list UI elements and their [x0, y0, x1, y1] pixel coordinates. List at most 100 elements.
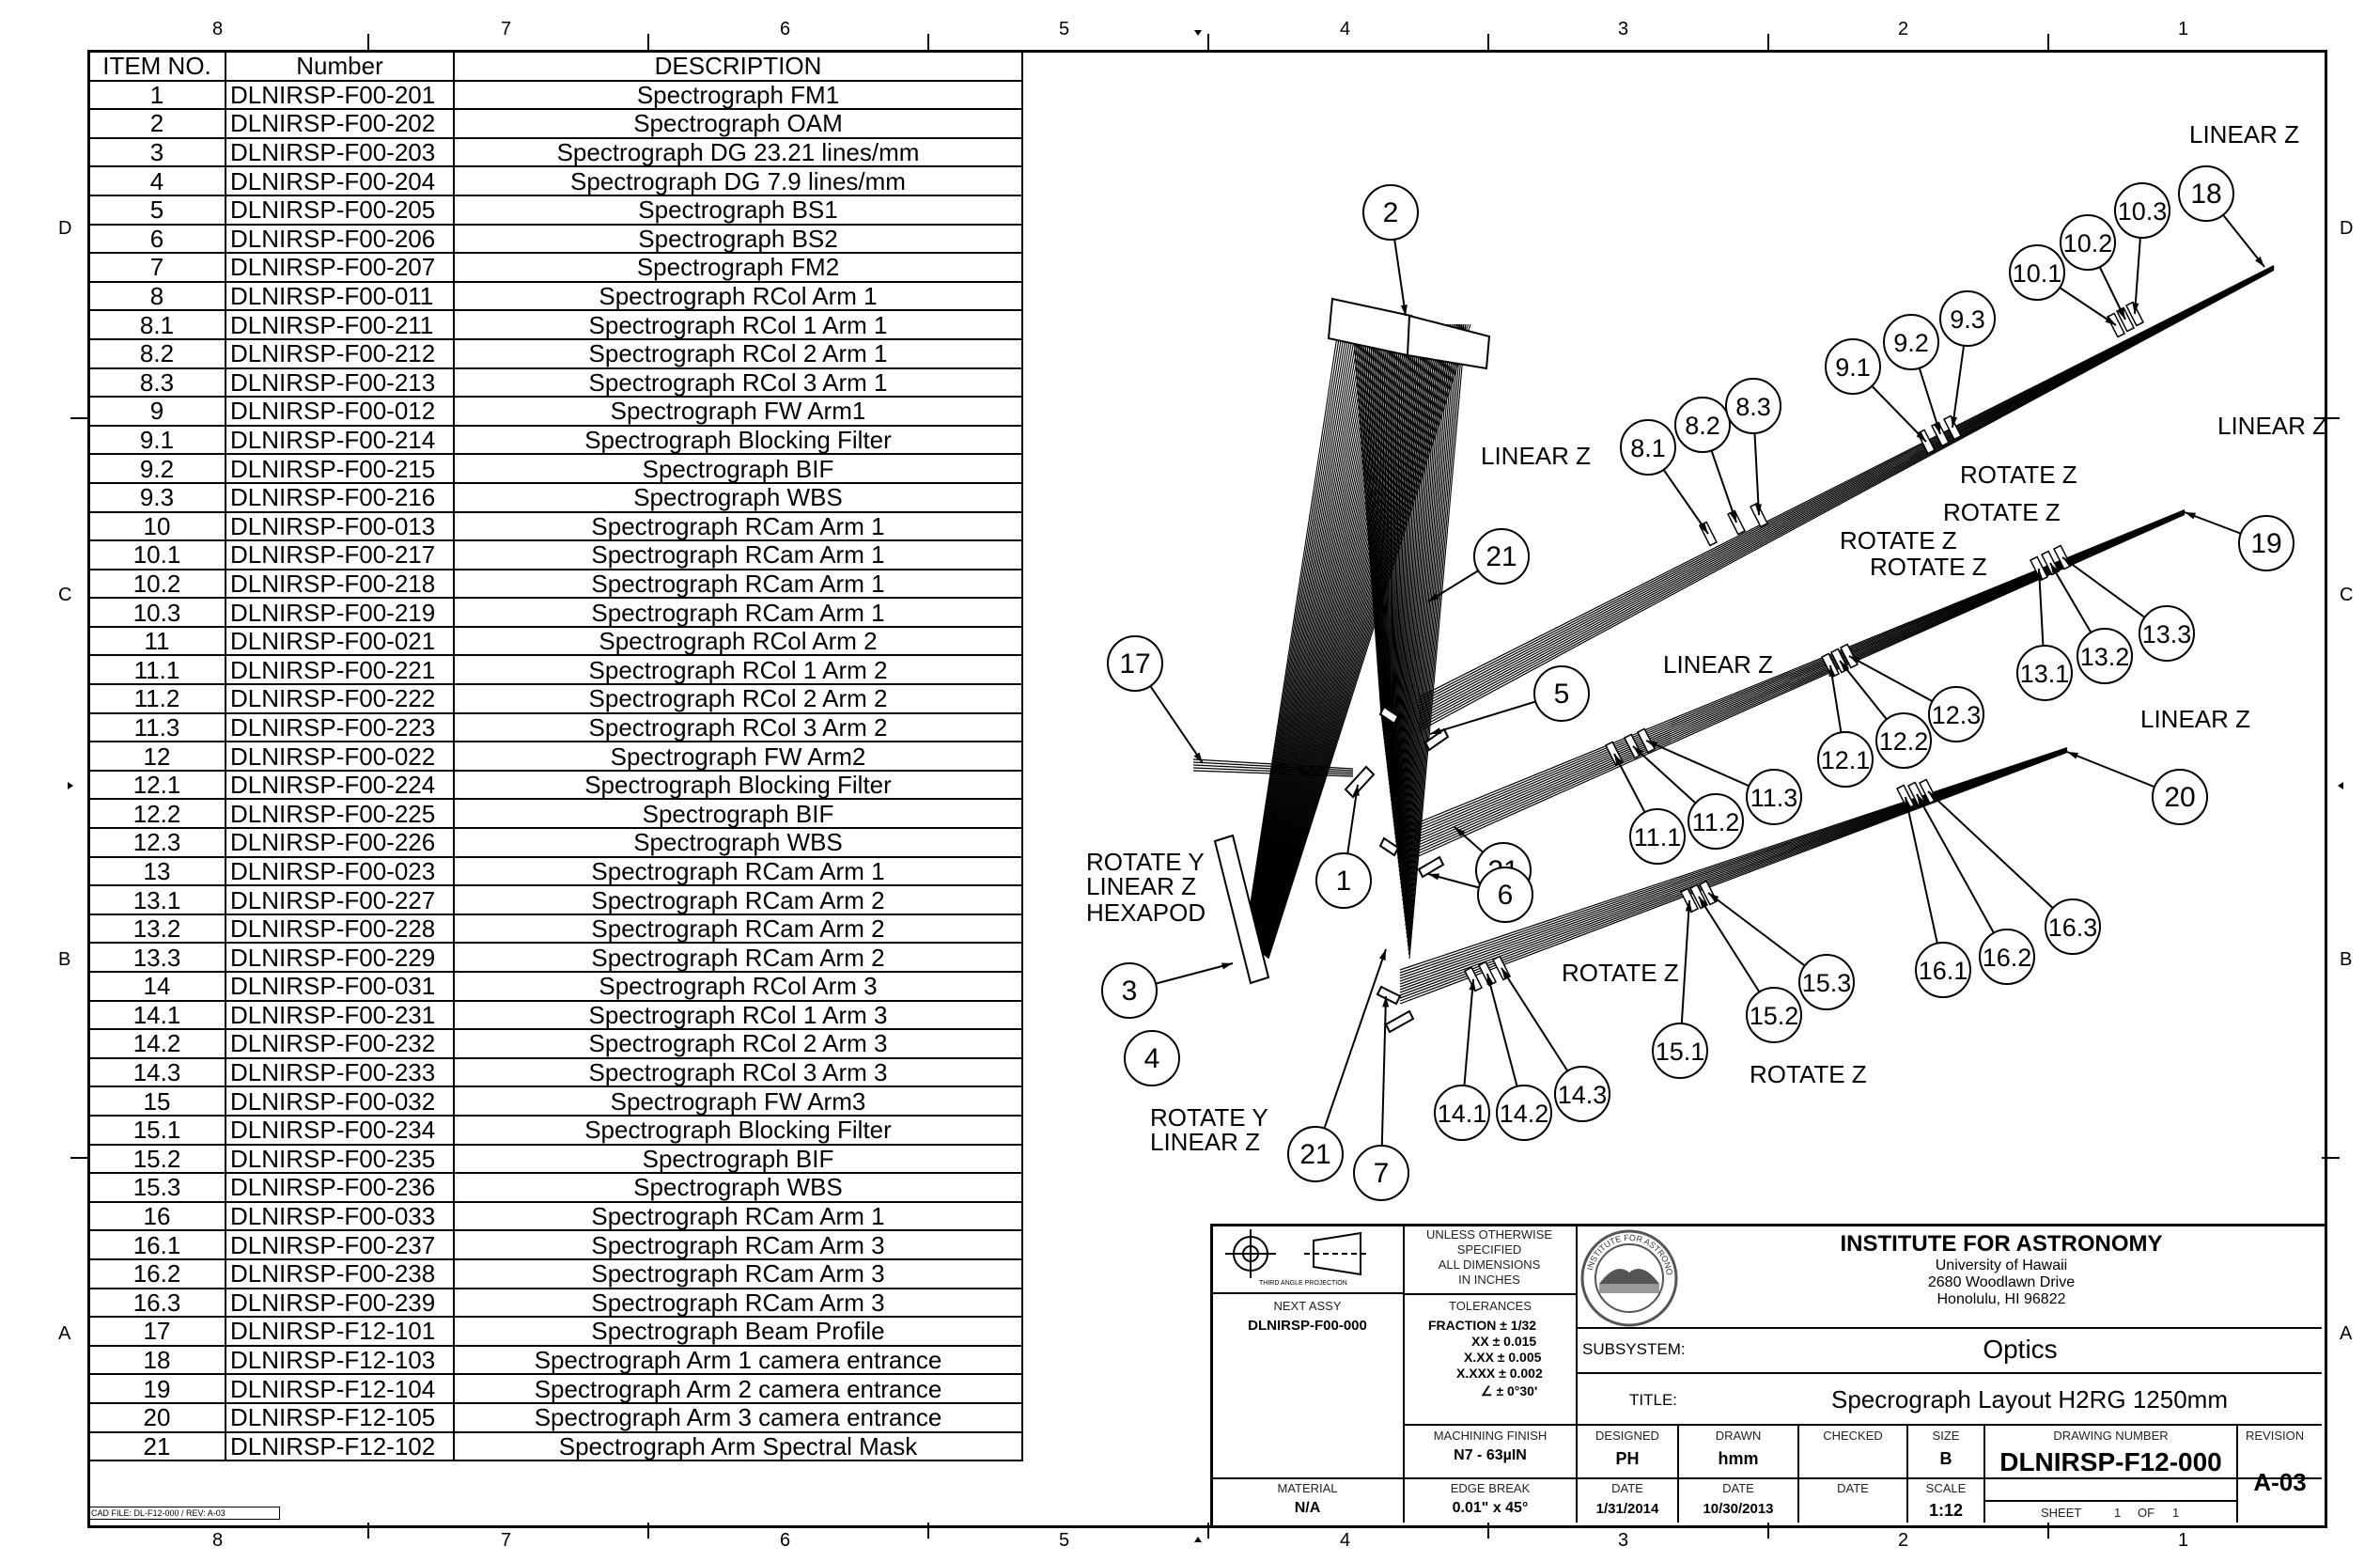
drawing-title: Specrograph Layout H2RG 1250mm	[1830, 1385, 2228, 1414]
item-balloon: 14.3	[1554, 1066, 1610, 1122]
motion-callout-linear-z: LINEAR Z	[1663, 650, 1773, 679]
bom-item-no: 16.3	[87, 1287, 226, 1319]
size-value: B	[1939, 1449, 1952, 1468]
item-balloon: 8.2	[1674, 397, 1731, 453]
tolerance-fraction: FRACTION ± 1/32	[1428, 1318, 1537, 1333]
bom-item-no: 13.1	[87, 884, 226, 915]
bom-item-no: 14.1	[87, 999, 226, 1031]
bom-part-number: DLNIRSP-F00-222	[225, 683, 455, 714]
item-balloons: 2171347212121568.18.28.39.19.29.310.110.…	[1101, 165, 2294, 1201]
bom-item-no: 2	[87, 108, 226, 139]
bom-part-number: DLNIRSP-F00-228	[225, 913, 455, 945]
motion-callout-linear-z: LINEAR Z	[1086, 872, 1196, 900]
bom-description: Spectrograph RCol 2 Arm 1	[453, 337, 1023, 369]
designed-date-value: 1/31/2014	[1595, 1501, 1659, 1517]
svg-text:3: 3	[1122, 976, 1138, 1007]
subsystem-label: SUBSYSTEM:	[1582, 1340, 1686, 1358]
tolerance-xx: XX ± 0.015	[1471, 1334, 1537, 1349]
item-balloon: 16.3	[2045, 898, 2101, 955]
bom-part-number: DLNIRSP-F00-216	[225, 481, 455, 513]
drawing-number-label: DRAWING NUMBER	[2053, 1429, 2169, 1443]
item-balloon: 16.1	[1915, 942, 1971, 998]
bom-item-no: 1	[87, 79, 226, 111]
scale-value: 1:12	[1928, 1501, 1964, 1520]
dims-note-1: UNLESS OTHERWISE	[1425, 1227, 1553, 1242]
item-balloon: 9.1	[1825, 338, 1881, 395]
item-balloon: 12.3	[1928, 686, 1984, 742]
bom-part-number: DLNIRSP-F00-031	[225, 971, 455, 1002]
bom-part-number: DLNIRSP-F00-239	[225, 1287, 455, 1319]
bom-description: Spectrograph RCol 2 Arm 2	[453, 683, 1023, 714]
item-balloon: 10.2	[2060, 214, 2116, 271]
bom-description: Spectrograph RCol Arm 1	[453, 280, 1023, 312]
item-balloon: 4	[1124, 1030, 1180, 1086]
checked-date-label: DATE	[1837, 1481, 1869, 1495]
svg-text:15.3: 15.3	[1802, 969, 1852, 997]
sheet-label: SHEET	[2041, 1506, 2082, 1520]
svg-text:14.3: 14.3	[1558, 1081, 1608, 1109]
bom-part-number: DLNIRSP-F00-214	[225, 424, 455, 456]
svg-text:9.1: 9.1	[1835, 353, 1871, 382]
bom-item-no: 13.2	[87, 913, 226, 945]
motion-callout-linear-z: LINEAR Z	[2140, 705, 2250, 733]
item-balloon: 9.3	[1939, 290, 1996, 347]
bom-description: Spectrograph DG 23.21 lines/mm	[453, 136, 1023, 168]
tolerances-label: TOLERANCES	[1449, 1299, 1532, 1313]
bom-part-number: DLNIRSP-F12-101	[225, 1316, 455, 1347]
subsystem-value: Optics	[1983, 1335, 2058, 1364]
svg-text:10.1: 10.1	[2013, 259, 2062, 288]
bom-description: Spectrograph RCam Arm 1	[453, 855, 1023, 887]
bom-part-number: DLNIRSP-F00-205	[225, 194, 455, 226]
bom-part-number: DLNIRSP-F00-211	[225, 309, 455, 340]
designed-value: PH	[1615, 1449, 1640, 1468]
motion-callout-rotate-z: ROTATE Z	[1562, 959, 1679, 987]
svg-text:12.3: 12.3	[1932, 701, 1982, 729]
motion-callout-rotate-z: ROTATE Z	[1750, 1060, 1867, 1088]
material-label: MATERIAL	[1277, 1481, 1338, 1495]
motion-callout-linear-z: LINEAR Z	[2189, 120, 2299, 148]
bom-description: Spectrograph RCam Arm 2	[453, 884, 1023, 915]
bom-description: Spectrograph RCol Arm 2	[453, 625, 1023, 657]
bom-description: Spectrograph RCol Arm 3	[453, 971, 1023, 1002]
tolerance-xxx: X.XX ± 0.005	[1464, 1350, 1542, 1365]
designed-date-label: DATE	[1611, 1481, 1643, 1495]
drawn-label: DRAWN	[1715, 1429, 1762, 1443]
zone-col-6: 6	[780, 19, 791, 39]
motion-callout-rotate-z: ROTATE Z	[1943, 498, 2061, 526]
bom-description: Spectrograph FM2	[453, 252, 1023, 283]
tolerance-angle: ∠ ± 0°30'	[1481, 1383, 1538, 1398]
item-balloon: 3	[1101, 962, 1158, 1019]
bom-item-no: 15	[87, 1086, 226, 1117]
org-address-3: Honolulu, HI 96822	[1937, 1291, 2066, 1307]
svg-text:8.3: 8.3	[1735, 393, 1771, 421]
svg-text:14.1: 14.1	[1438, 1100, 1487, 1128]
machining-finish-value: N7 - 63µIN	[1454, 1447, 1527, 1463]
bom-description: Spectrograph RCam Arm 1	[453, 539, 1023, 570]
bom-item-no: 14.3	[87, 1056, 226, 1088]
bom-item-no: 11.1	[87, 654, 226, 686]
bom-description: Spectrograph Blocking Filter	[453, 769, 1023, 801]
item-balloon: 15.3	[1798, 954, 1855, 1010]
svg-text:17: 17	[1119, 648, 1150, 679]
item-balloon: 21	[1473, 528, 1530, 585]
svg-text:13.3: 13.3	[2142, 620, 2192, 648]
bom-header-number: Number	[225, 51, 455, 82]
title-label: TITLE:	[1629, 1391, 1678, 1409]
bom-part-number: DLNIRSP-F00-201	[225, 79, 455, 111]
bom-part-number: DLNIRSP-F00-202	[225, 108, 455, 139]
sheet-of-label: OF	[2138, 1506, 2155, 1520]
svg-text:16.1: 16.1	[1919, 957, 1968, 985]
bom-part-number: DLNIRSP-F00-232	[225, 1028, 455, 1059]
bom-description: Spectrograph RCol 1 Arm 2	[453, 654, 1023, 686]
bom-part-number: DLNIRSP-F00-033	[225, 1200, 455, 1232]
